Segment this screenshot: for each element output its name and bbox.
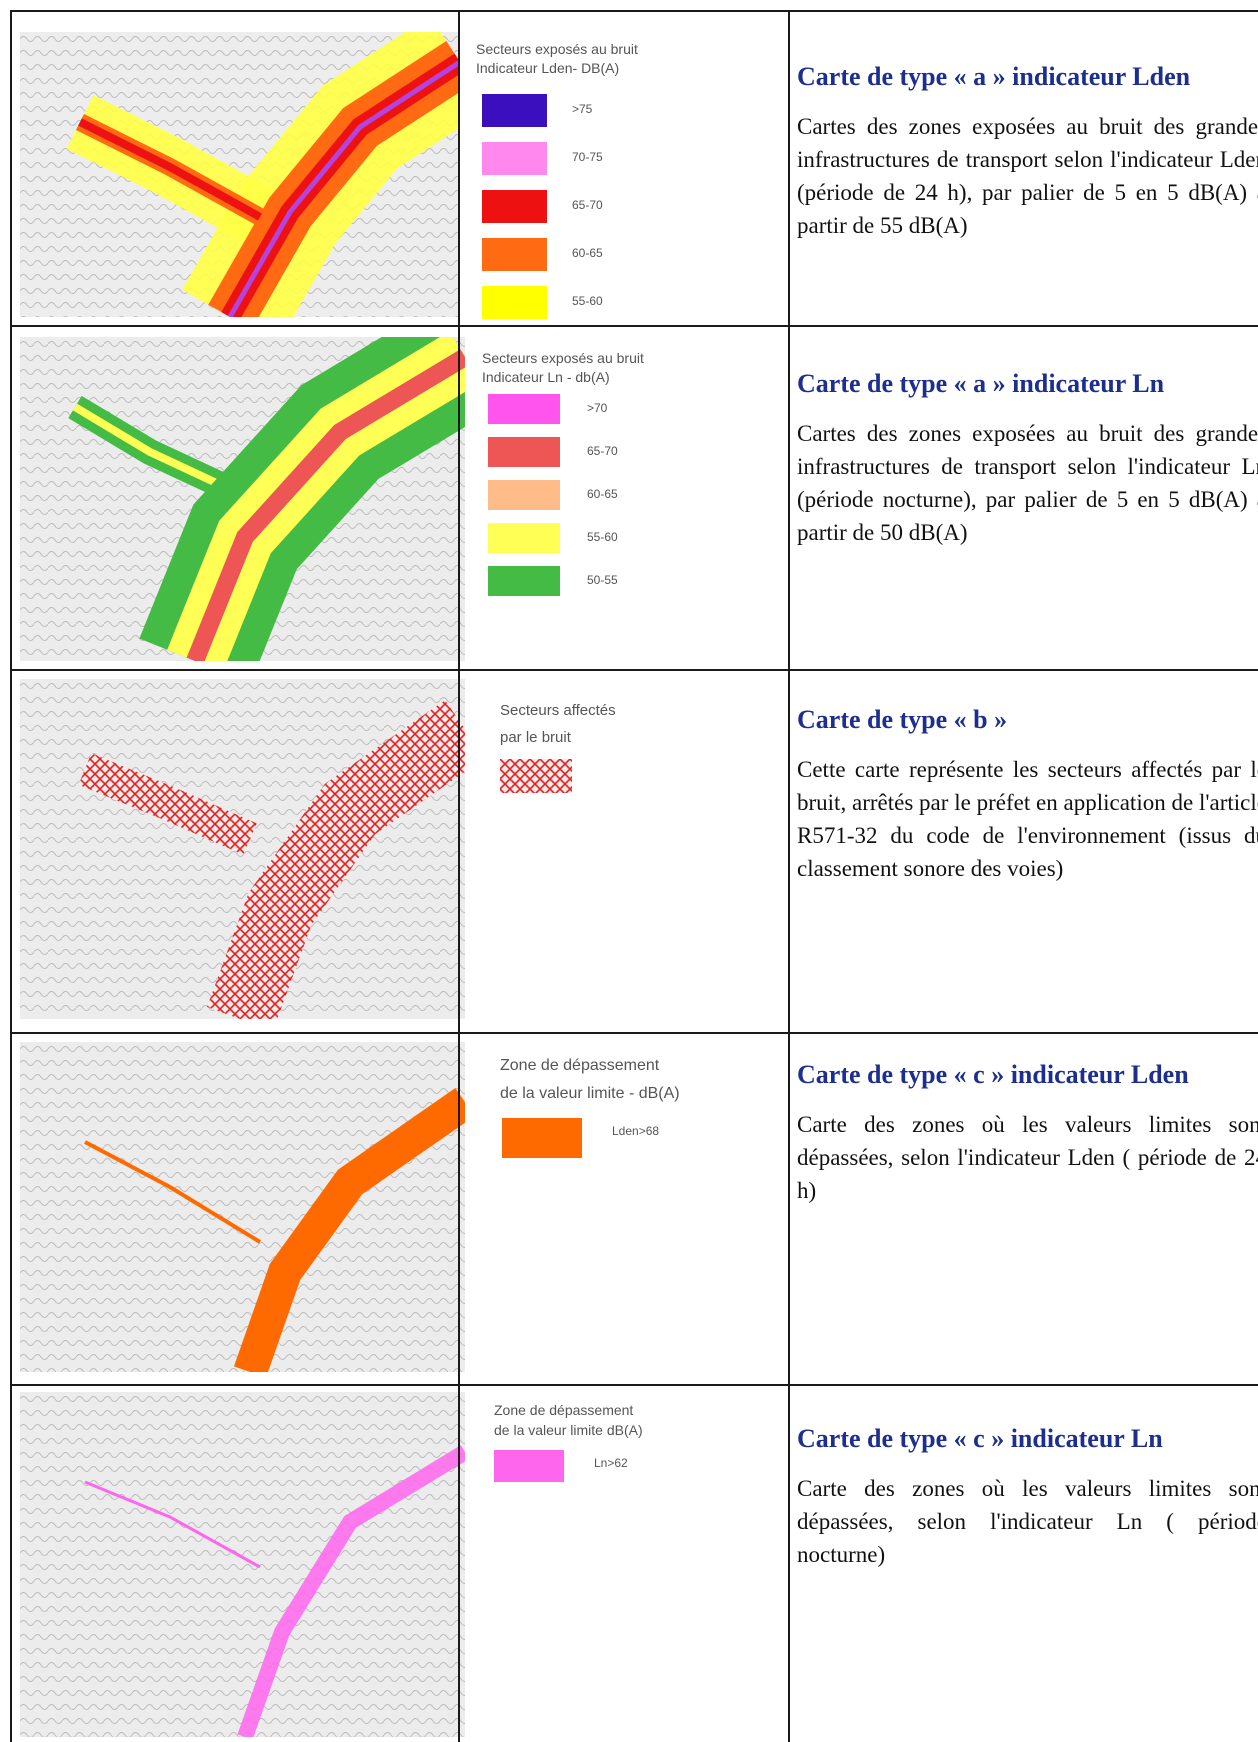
table-row: Zone de dépassement de la valeur limite … (12, 1384, 1258, 1742)
noise-map-image (20, 1042, 465, 1372)
table-row: Secteurs exposés au bruit Indicateur Lde… (12, 12, 1258, 327)
map-legend: Zone de dépassement de la valeur limite … (494, 1400, 643, 1440)
legend-swatch (494, 1450, 564, 1482)
table-row: Secteurs exposés au bruit Indicateur Ln … (12, 325, 1258, 671)
map-legend: Secteurs affectés par le bruit (500, 697, 616, 751)
legend-swatch-label: 60-65 (572, 246, 603, 260)
map-description: Carte de type « a » indicateur Ln Cartes… (797, 367, 1258, 549)
legend-swatch-label: 55-60 (572, 294, 603, 308)
legend-swatch (488, 437, 560, 467)
map-description: Carte de type « c » indicateur Ln Carte … (797, 1422, 1258, 1571)
map-legend: Secteurs exposés au bruit Indicateur Ln … (482, 349, 644, 387)
map-description: Carte de type « b » Cette carte représen… (797, 703, 1258, 885)
map-description: Carte de type « a » indicateur Lden Cart… (797, 60, 1258, 242)
legend-swatch-label: Ln>62 (594, 1456, 628, 1470)
map-type-text: Cette carte représente les secteurs affe… (797, 757, 1258, 881)
table-row: Zone de dépassement de la valeur limite … (12, 1032, 1258, 1386)
legend-title: Secteurs exposés au bruit (476, 41, 638, 57)
legend-title: Zone de dépassement (494, 1402, 634, 1418)
legend-swatch-label: 70-75 (572, 150, 603, 164)
legend-title: Zone de dépassement (500, 1057, 660, 1074)
map-type-text: Carte des zones où les valeurs limites s… (797, 1476, 1258, 1567)
legend-swatch (502, 1118, 582, 1158)
hatched-area-swatch (500, 759, 572, 793)
map-type-text: Cartes des zones exposées au bruit des g… (797, 421, 1258, 545)
legend-swatch-label: >70 (587, 401, 608, 415)
legend-swatch (482, 94, 547, 127)
map-description: Carte de type « c » indicateur Lden Cart… (797, 1058, 1258, 1207)
legend-swatch (482, 238, 547, 271)
legend-swatch (482, 286, 547, 319)
table-row: Secteurs affectés par le bruit Carte de … (12, 669, 1258, 1034)
legend-subtitle: de la valeur limite dB(A) (494, 1422, 643, 1438)
legend-subtitle: Indicateur Lden- DB(A) (476, 60, 620, 76)
legend-swatch-label: 65-70 (587, 444, 618, 458)
document-table: Secteurs exposés au bruit Indicateur Lde… (10, 10, 1258, 1742)
noise-map-image (20, 1392, 465, 1737)
legend-swatch (482, 190, 547, 223)
legend-title: Secteurs exposés au bruit (482, 350, 644, 366)
legend-swatch (488, 394, 560, 424)
legend-swatch (488, 480, 560, 510)
legend-swatch (482, 142, 547, 175)
map-type-title: Carte de type « a » indicateur Lden (797, 62, 1191, 91)
legend-swatch-label: Lden>68 (612, 1124, 660, 1138)
map-type-title: Carte de type « c » indicateur Ln (797, 1424, 1163, 1453)
map-type-text: Cartes des zones exposées au bruit des g… (797, 114, 1258, 238)
legend-swatch (488, 566, 560, 596)
map-type-title: Carte de type « a » indicateur Ln (797, 369, 1165, 398)
noise-map-image (20, 32, 460, 317)
legend-subtitle: de la valeur limite - dB(A) (500, 1085, 680, 1102)
legend-title: Secteurs affectés (500, 702, 616, 719)
legend-subtitle: par le bruit (500, 729, 571, 746)
map-legend: Secteurs exposés au bruit Indicateur Lde… (476, 40, 638, 78)
legend-subtitle: Indicateur Ln - db(A) (482, 369, 610, 385)
noise-map-image (20, 679, 465, 1019)
map-type-text: Carte des zones où les valeurs limites s… (797, 1112, 1258, 1203)
legend-swatch-label: 50-55 (587, 573, 618, 587)
map-type-title: Carte de type « c » indicateur Lden (797, 1060, 1189, 1089)
noise-map-image (20, 337, 465, 661)
legend-swatch-label: 65-70 (572, 198, 603, 212)
map-legend: Zone de dépassement de la valeur limite … (500, 1052, 680, 1108)
map-type-title: Carte de type « b » (797, 705, 1008, 734)
legend-swatch (488, 523, 560, 553)
legend-swatch-label: 60-65 (587, 487, 618, 501)
legend-swatch-label: >75 (572, 102, 593, 116)
legend-swatch-label: 55-60 (587, 530, 618, 544)
